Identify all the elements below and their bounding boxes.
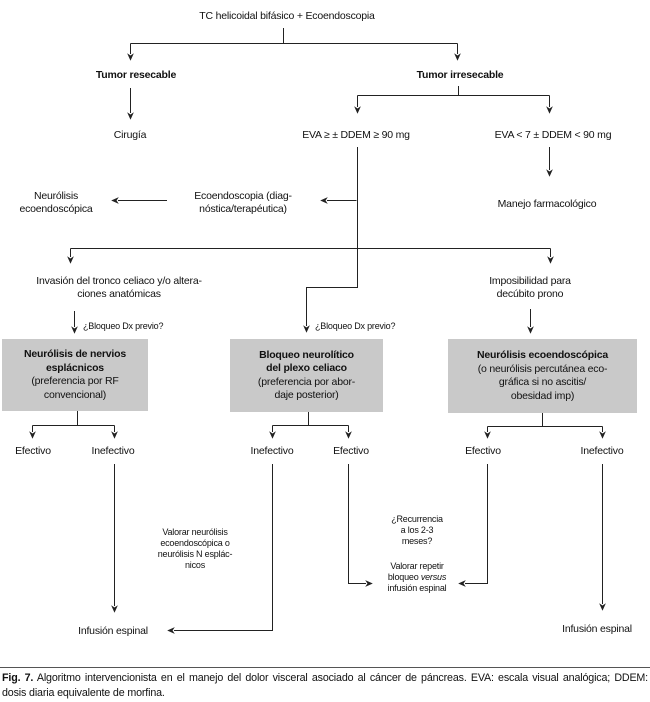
text-line: Ecoendoscopia (diag- (194, 190, 292, 202)
node-invasion-tronco-celiaco: Invasión del tronco celiaco y/o altera- … (36, 275, 202, 301)
text-line: esplácnicos (46, 361, 104, 374)
caption-text: Algoritmo intervencionista en el manejo … (2, 672, 649, 699)
node-infusion-espinal-left: Infusión espinal (78, 625, 148, 637)
text-line: Valorar repetir (390, 561, 444, 571)
outcome-box2-inefectivo: Inefectivo (250, 445, 294, 457)
node-eva-low: EVA < 7 ± DDEM < 90 mg (494, 129, 612, 141)
box2-branch-bar (272, 412, 349, 426)
note-recurrencia: ¿Recurrencia a los 2-3 meses? (391, 514, 443, 547)
node-manejo-farmacologico: Manejo farmacológico (497, 198, 597, 210)
text-line: convencional) (43, 388, 107, 401)
text-line: meses? (401, 536, 433, 546)
node-imposibilidad-decubito: Imposibilidad para decúbito prono (489, 275, 571, 301)
unresectable-split-bar (357, 86, 550, 96)
text-line: Invasión del tronco celiaco y/o altera- (36, 275, 202, 287)
text-line: ¿Recurrencia (391, 514, 443, 524)
text-line: decúbito prono (496, 288, 564, 300)
text-line: neurólisis N esplác- (157, 549, 233, 559)
connector-arrows (29, 43, 606, 634)
note-valorar-repetir: Valorar repetir bloqueo versus infusión … (388, 561, 447, 594)
text-line: gráfica si no ascitis/ (498, 376, 587, 388)
text-line: (preferencia por abor- (257, 375, 356, 388)
note-bloqueo-dx-center: ¿Bloqueo Dx previo? (315, 321, 396, 331)
trunk-to-celiac-box (303, 147, 358, 333)
text-line: Imposibilidad para (489, 275, 571, 287)
outcome-box1-inefectivo: Inefectivo (91, 445, 135, 457)
box1-branch-bar (32, 410, 115, 426)
text-line: obesidad imp) (510, 389, 575, 402)
outcome-box1-efectivo: Efectivo (15, 445, 51, 457)
node-eva-high: EVA ≥ ± DDEM ≥ 90 mg (302, 129, 410, 141)
text-line: bloqueo (387, 572, 421, 582)
caption-label: Fig. 7. (2, 672, 34, 684)
text-line: Neurólisis de nervios (23, 348, 126, 360)
text-line: a los 2-3 (400, 525, 434, 535)
text-line: nóstica/terapéutica) (199, 203, 287, 215)
root-split-bar (130, 28, 458, 44)
note-bloqueo-dx-left: ¿Bloqueo Dx previo? (83, 321, 164, 331)
text-line: Neurólisis (33, 190, 79, 202)
box-neurolisis-ecoendoscopica: Neurólisis ecoendoscópica (o neurólisis … (448, 339, 637, 413)
caption-divider (0, 667, 650, 668)
outcome-box2-efectivo: Efectivo (333, 445, 369, 457)
outcome-box3-efectivo: Efectivo (465, 445, 501, 457)
node-tumor-irresecable: Tumor irresecable (416, 69, 504, 81)
arrow-effective2-to-repeat (348, 464, 373, 587)
text-line: ecoendoscópica o (160, 538, 230, 548)
node-infusion-espinal-right: Infusión espinal (562, 623, 632, 635)
text-line: del plexo celiaco (266, 362, 347, 374)
text-line: Bloqueo neurolítico (259, 348, 354, 361)
text-line: infusión espinal (387, 583, 447, 593)
arrow-effective3-to-repeat (458, 464, 488, 587)
text-line: Neurólisis ecoendoscópica (477, 349, 608, 361)
connector-lines (32, 28, 603, 427)
text-line: bloqueo versus (388, 572, 447, 583)
text-line: nicos (184, 560, 205, 570)
text-line: ecoendoscópica (19, 203, 93, 215)
node-cirugia: Cirugía (113, 129, 147, 141)
outcome-box3-inefectivo: Inefectivo (580, 445, 624, 457)
box3-branch-bar (487, 413, 603, 427)
text-line: ciones anatómicas (77, 288, 161, 300)
arrow-ineffective2-to-spinal (167, 464, 273, 634)
node-tumor-resecable: Tumor resecable (95, 69, 177, 81)
versus-italic: versus (420, 572, 447, 582)
node-root: TC helicoidal bifásico + Ecoendoscopia (199, 10, 375, 22)
text-line: (o neurólisis percutánea eco- (477, 362, 608, 375)
node-ecoendoscopia: Ecoendoscopia (diag- nóstica/terapéutica… (194, 190, 292, 216)
box-neurolisis-esplacnicos: Neurólisis de nervios esplácnicos (prefe… (2, 339, 148, 411)
text-line: daje posterior) (274, 389, 339, 401)
node-neurolisis-ecoendoscopica: Neurólisis ecoendoscópica (19, 190, 92, 216)
note-valorar-neurolisis: Valorar neurólisis ecoendoscópica o neur… (158, 527, 233, 571)
text-line: (preferencia por RF (31, 375, 119, 387)
text-line: Valorar neurólisis (162, 527, 228, 537)
box-bloqueo-plexo-celiaco: Bloqueo neurolítico del plexo celiaco (p… (230, 339, 383, 412)
figure-caption: Fig. 7. Algoritmo intervencionista en el… (2, 671, 648, 700)
